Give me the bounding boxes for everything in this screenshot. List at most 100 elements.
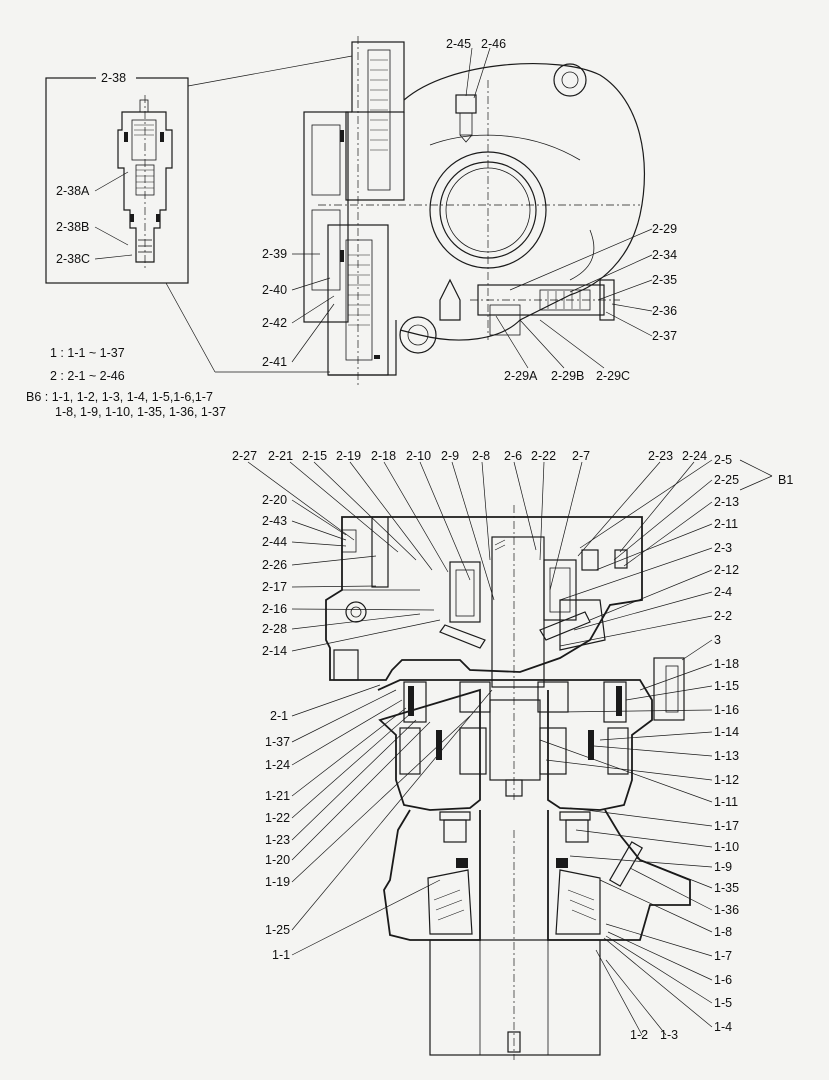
label-2-8: 2-8 <box>472 449 490 463</box>
label-2-19: 2-19 <box>336 449 361 463</box>
label-2-39: 2-39 <box>262 247 287 261</box>
section-right-leaders <box>539 459 773 1036</box>
label-2-29B: 2-29B <box>551 369 584 383</box>
housing-middle <box>377 679 653 811</box>
legend-group2: 2 : 2-1 ~ 2-46 <box>50 369 125 383</box>
label-2-29A: 2-29A <box>504 369 538 383</box>
label-1-10: 1-10 <box>714 840 739 854</box>
label-1-13: 1-13 <box>714 749 739 763</box>
label-1-25: 1-25 <box>265 923 290 937</box>
section-top-leaders <box>247 461 695 601</box>
label-1-18: 1-18 <box>714 657 739 671</box>
top-view-leaders <box>94 47 653 369</box>
top-view-drawing <box>45 36 653 385</box>
label-2-15: 2-15 <box>302 449 327 463</box>
label-2-16: 2-16 <box>262 602 287 616</box>
label-2-10: 2-10 <box>406 449 431 463</box>
label-2-14: 2-14 <box>262 644 287 658</box>
label-2-25: 2-25 <box>714 473 739 487</box>
label-1-6: 1-6 <box>714 973 732 987</box>
label-1-15: 1-15 <box>714 679 739 693</box>
label-1-23: 1-23 <box>265 833 290 847</box>
label-1-21: 1-21 <box>265 789 290 803</box>
label-2-11: 2-11 <box>714 517 738 531</box>
legend: 1 : 1-1 ~ 1-37 2 : 2-1 ~ 2-46 B6 : 1-1, … <box>26 346 226 419</box>
label-1-14: 1-14 <box>714 725 739 739</box>
label-1-37: 1-37 <box>265 735 290 749</box>
label-2-40: 2-40 <box>262 283 287 297</box>
label-1-24: 1-24 <box>265 758 290 772</box>
label-2-43: 2-43 <box>262 514 287 528</box>
label-1-1: 1-1 <box>272 948 290 962</box>
valve-2-38-detail <box>117 95 173 270</box>
label-2-7: 2-7 <box>572 449 590 463</box>
section-top-labels: 2-27 2-21 2-15 2-19 2-18 2-10 2-9 2-8 2-… <box>232 449 707 463</box>
label-2-18: 2-18 <box>371 449 396 463</box>
label-1-11: 1-11 <box>714 795 738 809</box>
label-1-4: 1-4 <box>714 1020 732 1034</box>
label-2-20: 2-20 <box>262 493 287 507</box>
label-2-27: 2-27 <box>232 449 257 463</box>
label-1-12: 1-12 <box>714 773 739 787</box>
legend-b6-line2: 1-8, 1-9, 1-10, 1-35, 1-36, 1-37 <box>55 405 226 419</box>
label-1-36: 1-36 <box>714 903 739 917</box>
label-2-1: 2-1 <box>270 709 288 723</box>
valve-housing-2-1 <box>325 516 643 681</box>
label-2-29C: 2-29C <box>596 369 630 383</box>
label-1-3: 1-3 <box>660 1028 678 1042</box>
label-2-23: 2-23 <box>648 449 673 463</box>
label-2-5: 2-5 <box>714 453 732 467</box>
bearing-upper <box>403 681 627 723</box>
valve-stack-top <box>303 36 405 385</box>
label-2-37: 2-37 <box>652 329 677 343</box>
label-2-35: 2-35 <box>652 273 677 287</box>
label-1-20: 1-20 <box>265 853 290 867</box>
label-1-22: 1-22 <box>265 811 290 825</box>
label-2-46: 2-46 <box>481 37 506 51</box>
label-2-36: 2-36 <box>652 304 677 318</box>
label-1-9: 1-9 <box>714 860 732 874</box>
label-2-45: 2-45 <box>446 37 471 51</box>
label-1-35: 1-35 <box>714 881 739 895</box>
label-2-17: 2-17 <box>262 580 287 594</box>
valve-2-29 <box>439 278 620 336</box>
label-2-13: 2-13 <box>714 495 739 509</box>
top-view-labels: 2-38 2-38A 2-38B 2-38C 2-45 2-46 2-29 2-… <box>56 37 677 383</box>
label-2-28: 2-28 <box>262 622 287 636</box>
label-2-12: 2-12 <box>714 563 739 577</box>
section-bottom-labels: 1-2 1-3 <box>630 1028 678 1042</box>
section-left-leaders <box>291 499 493 956</box>
bolt-2-45 <box>455 94 477 143</box>
label-2-38C: 2-38C <box>56 252 90 266</box>
label-2-6: 2-6 <box>504 449 522 463</box>
label-3: 3 <box>714 633 721 647</box>
label-1-8: 1-8 <box>714 925 732 939</box>
label-2-38: 2-38 <box>101 71 126 85</box>
label-2-29: 2-29 <box>652 222 677 236</box>
tapered-bearing-left <box>427 869 473 935</box>
label-1-7: 1-7 <box>714 949 732 963</box>
label-1-5: 1-5 <box>714 996 732 1010</box>
label-1-17: 1-17 <box>714 819 739 833</box>
label-1-2: 1-2 <box>630 1028 648 1042</box>
label-2-38A: 2-38A <box>56 184 90 198</box>
section-right-labels: 2-5 2-25 2-13 2-11 2-3 2-12 2-4 2-2 3 1-… <box>714 453 793 1034</box>
label-2-24: 2-24 <box>682 449 707 463</box>
motor-housing-top <box>318 63 646 354</box>
label-2-42: 2-42 <box>262 316 287 330</box>
label-2-44: 2-44 <box>262 535 287 549</box>
label-2-26: 2-26 <box>262 558 287 572</box>
section-left-labels: 2-20 2-43 2-44 2-26 2-17 2-16 2-28 2-14 … <box>262 493 290 962</box>
label-2-2: 2-2 <box>714 609 732 623</box>
label-1-19: 1-19 <box>265 875 290 889</box>
legend-group1: 1 : 1-1 ~ 1-37 <box>50 346 125 360</box>
section-view-drawing <box>247 459 773 1060</box>
label-2-21: 2-21 <box>268 449 293 463</box>
label-2-38B: 2-38B <box>56 220 89 234</box>
legend-b6-line1: B6 : 1-1, 1-2, 1-3, 1-4, 1-5,1-6,1-7 <box>26 390 213 404</box>
label-2-34: 2-34 <box>652 248 677 262</box>
label-2-3: 2-3 <box>714 541 732 555</box>
label-1-16: 1-16 <box>714 703 739 717</box>
label-2-4: 2-4 <box>714 585 732 599</box>
